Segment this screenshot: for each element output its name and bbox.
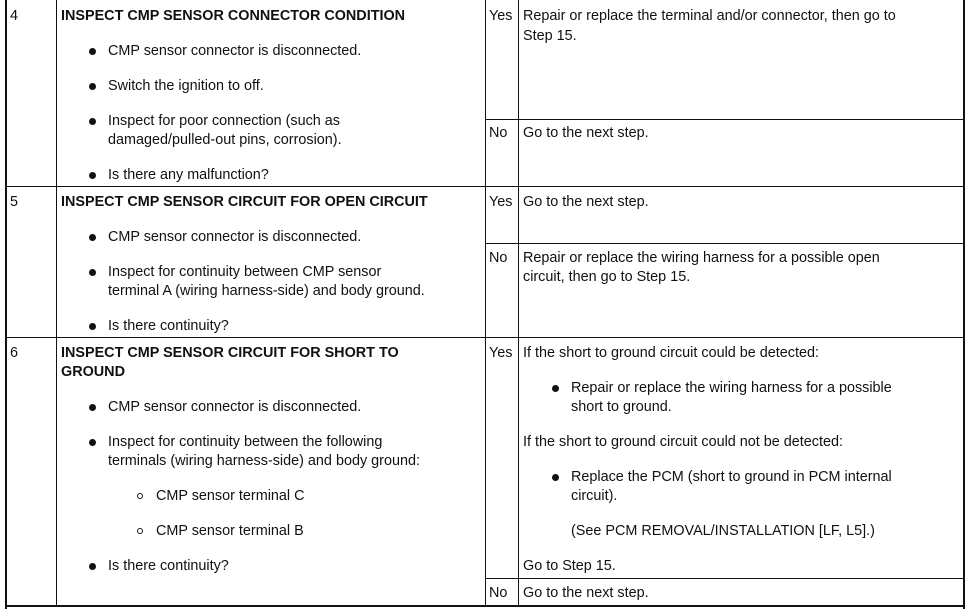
yes-label: Yes	[489, 194, 513, 210]
column-divider-result	[518, 0, 520, 607]
action-item: Switch the ignition to off.	[108, 78, 264, 94]
bullet-icon	[89, 404, 96, 411]
no-label: No	[489, 250, 508, 266]
step-title: INSPECT CMP SENSOR CIRCUIT FOR OPEN CIRC…	[61, 194, 428, 210]
yes-result: Go to Step 15.	[523, 558, 616, 574]
no-result: Go to the next step.	[523, 125, 649, 141]
yes-result-item: Replace the PCM (short to ground in PCM …	[571, 469, 892, 485]
row-divider-4-yes-no	[485, 119, 964, 121]
action-item: CMP sensor connector is disconnected.	[108, 43, 362, 59]
action-item: CMP sensor connector is disconnected.	[108, 399, 362, 415]
step-number: 5	[10, 194, 19, 210]
bullet-icon	[89, 269, 96, 276]
action-item: Inspect for continuity between the follo…	[108, 434, 383, 450]
action-item: Is there continuity?	[108, 318, 229, 334]
yes-result: Repair or replace the terminal and/or co…	[523, 8, 896, 24]
bullet-icon	[89, 323, 96, 330]
yes-result-reference: (See PCM REMOVAL/INSTALLATION [LF, L5].)	[571, 523, 875, 539]
action-item: Inspect for poor connection (such as	[108, 113, 340, 129]
bullet-icon	[89, 83, 96, 90]
table-border-bottom	[5, 605, 964, 607]
row-divider-5-yes-no	[485, 243, 964, 245]
bullet-icon	[89, 172, 96, 179]
yes-result: If the short to ground circuit could not…	[523, 434, 843, 450]
sub-action-item: CMP sensor terminal C	[156, 488, 305, 504]
row-divider-6-yes-no	[485, 578, 964, 580]
action-item-continued: damaged/pulled-out pins, corrosion).	[108, 132, 342, 148]
bullet-icon	[89, 563, 96, 570]
yes-result: Go to the next step.	[523, 194, 649, 210]
no-label: No	[489, 585, 508, 601]
action-item-continued: terminals (wiring harness-side) and body…	[108, 453, 420, 469]
step-title-continued: GROUND	[61, 364, 125, 380]
step-title: INSPECT CMP SENSOR CONNECTOR CONDITION	[61, 8, 406, 24]
bullet-icon	[89, 48, 96, 55]
action-item: CMP sensor connector is disconnected.	[108, 229, 362, 245]
column-divider-step	[56, 0, 58, 607]
yes-result-item-continued: circuit).	[571, 488, 618, 504]
action-item: Is there continuity?	[108, 558, 229, 574]
no-result: Repair or replace the wiring harness for…	[523, 250, 880, 266]
bullet-icon	[552, 385, 559, 392]
step-title: INSPECT CMP SENSOR CIRCUIT FOR SHORT TO	[61, 345, 399, 361]
action-item: Is there any malfunction?	[108, 167, 269, 183]
yes-result-item-continued: short to ground.	[571, 399, 672, 415]
no-result: Go to the next step.	[523, 585, 649, 601]
bullet-icon	[89, 234, 96, 241]
row-divider-4-5	[5, 186, 964, 188]
yes-label: Yes	[489, 345, 513, 361]
bullet-icon	[89, 439, 96, 446]
yes-label: Yes	[489, 8, 513, 24]
sub-bullet-icon	[137, 493, 143, 499]
yes-result-item: Repair or replace the wiring harness for…	[571, 380, 892, 396]
table-border-right	[963, 0, 965, 609]
action-item-continued: terminal A (wiring harness-side) and bod…	[108, 283, 425, 299]
bullet-icon	[552, 474, 559, 481]
step-number: 4	[10, 8, 19, 24]
no-result-continued: circuit, then go to Step 15.	[523, 269, 691, 285]
step-number: 6	[10, 345, 19, 361]
table-border-left	[5, 0, 7, 609]
action-item: Inspect for continuity between CMP senso…	[108, 264, 382, 280]
no-label: No	[489, 125, 508, 141]
sub-bullet-icon	[137, 528, 143, 534]
yes-result-continued: Step 15.	[523, 28, 577, 44]
yes-result: If the short to ground circuit could be …	[523, 345, 819, 361]
row-divider-5-6	[5, 337, 964, 339]
sub-action-item: CMP sensor terminal B	[156, 523, 304, 539]
column-divider-action	[485, 0, 487, 607]
bullet-icon	[89, 118, 96, 125]
